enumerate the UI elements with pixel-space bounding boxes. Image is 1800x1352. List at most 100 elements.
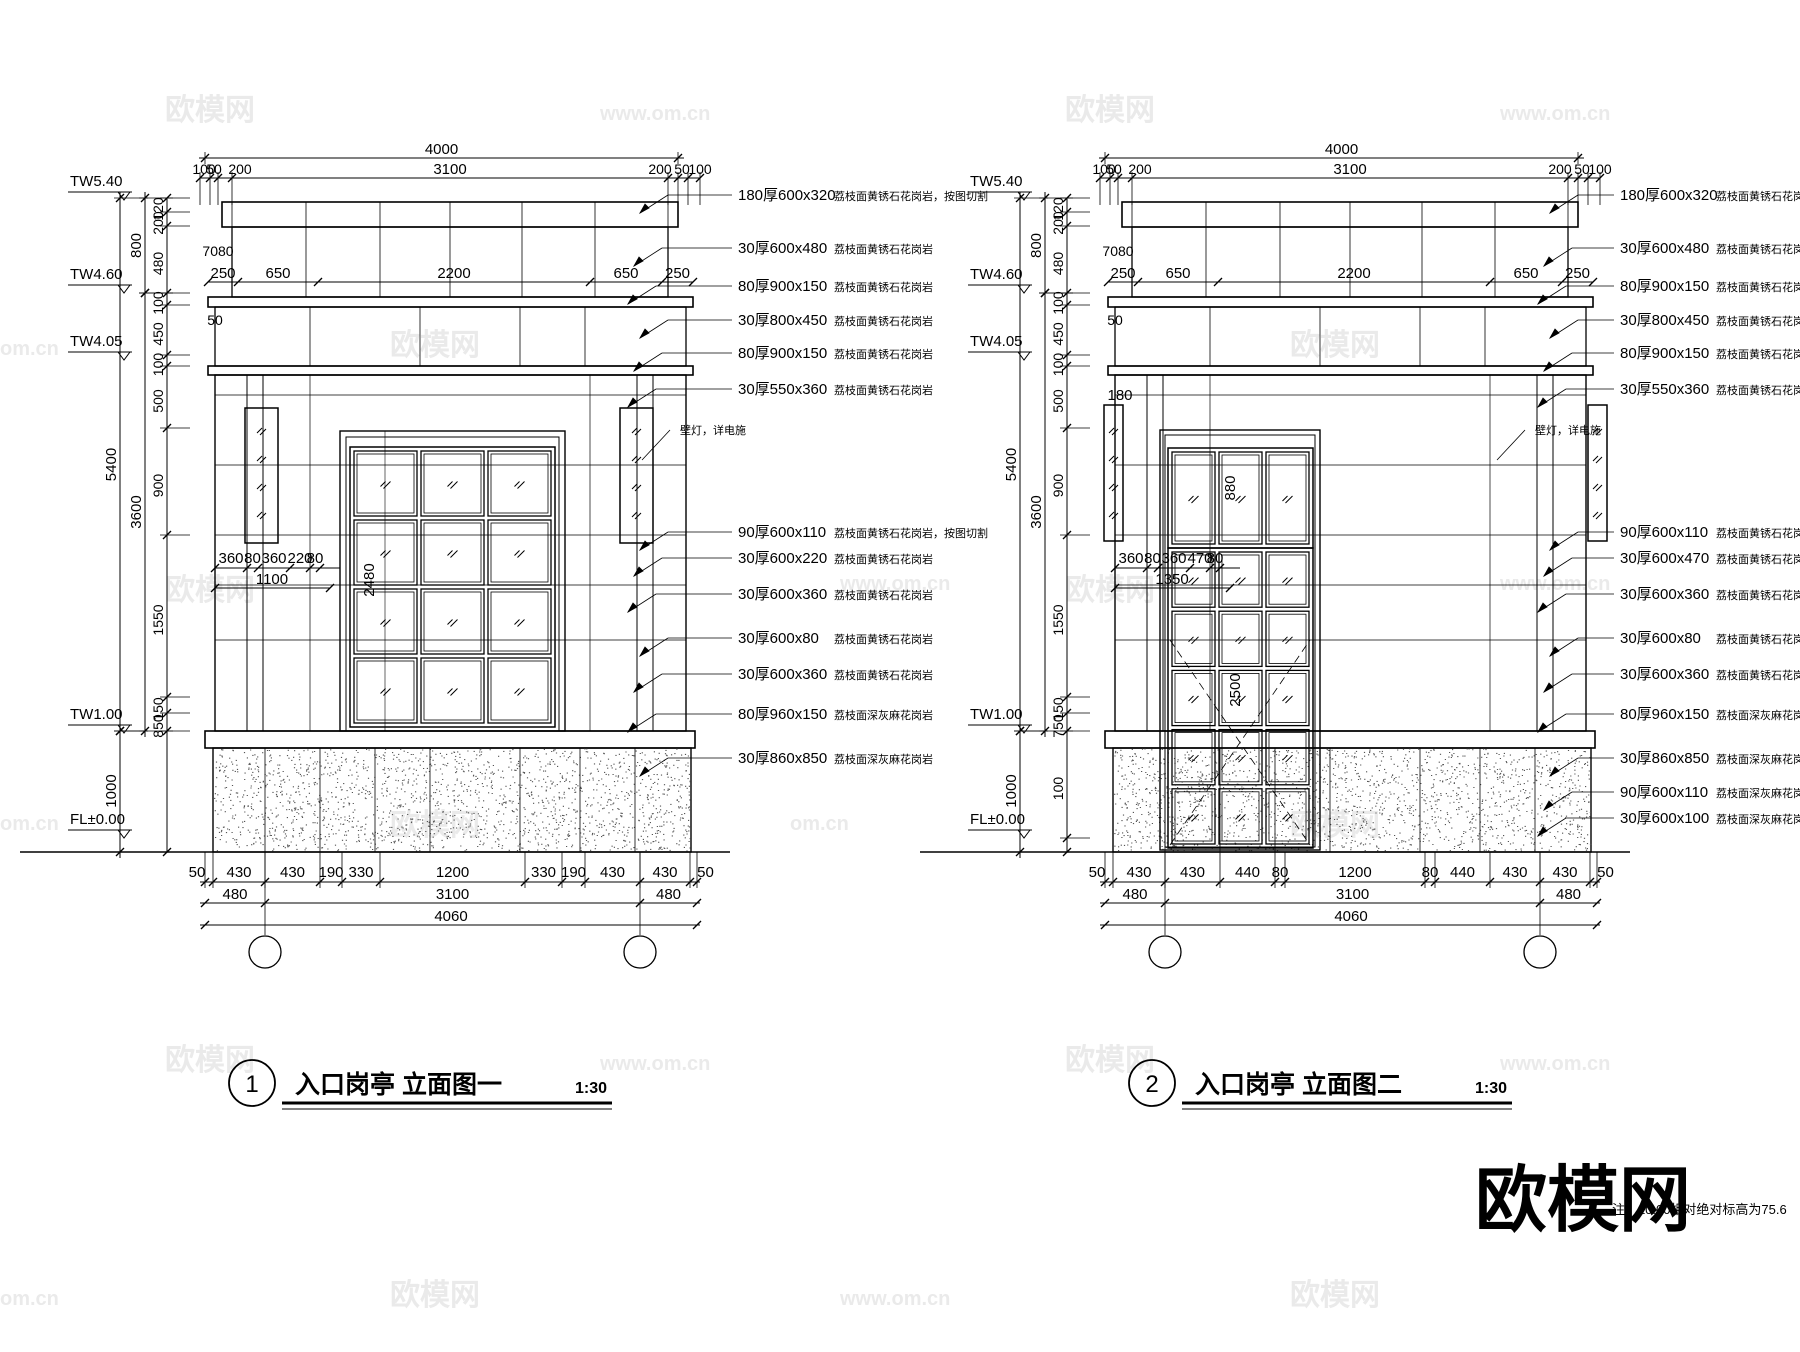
- plinth-cap: [204, 730, 696, 749]
- dimension-text: 100: [150, 353, 166, 377]
- glass-pane: [1218, 551, 1263, 608]
- dimension-text: 3100: [1336, 886, 1369, 903]
- glass-pane: [420, 657, 485, 724]
- glass-pane-inner: [1268, 454, 1307, 542]
- dimension-text: 50: [1574, 161, 1590, 177]
- granite-hatch: [1114, 748, 1592, 852]
- dimension-tick: [1185, 563, 1195, 573]
- callout-material: 荔枝面黄锈石花岗岩: [1716, 632, 1800, 646]
- glass-pane: [1171, 728, 1216, 786]
- glass-hatch: [1282, 577, 1293, 585]
- leader-line: [1496, 429, 1526, 461]
- dimension-tick: [657, 277, 667, 287]
- glass-pane: [1218, 610, 1263, 668]
- callout-size: 30厚550x360: [738, 381, 827, 398]
- dimension-text: 100: [688, 161, 712, 177]
- dimension-text: 500: [150, 389, 166, 413]
- callout-material: 荔枝面黄锈石花岗岩: [834, 632, 933, 646]
- glass-pane-inner: [356, 522, 415, 583]
- dimension-text: 5400: [1003, 448, 1020, 481]
- callout-material: 荔枝面深灰麻花岗岩: [1716, 752, 1800, 766]
- dimension-text: 100: [1050, 353, 1066, 377]
- leader-arrow: [1542, 800, 1554, 812]
- callout-material: 荔枝面黄锈石花岗岩: [1716, 314, 1800, 328]
- axis-bubble: [1148, 935, 1182, 969]
- dimension-text: 1000: [103, 774, 120, 807]
- glass-hatch: [447, 619, 458, 627]
- callout-size: 80厚900x150: [1620, 345, 1709, 362]
- glass-pane: [353, 588, 418, 655]
- leader-arrow: [1542, 361, 1554, 373]
- dimension-text: 850: [150, 714, 166, 738]
- leader-arrow: [638, 328, 650, 340]
- dimension-text: 430: [1552, 864, 1577, 881]
- glass-pane: [420, 588, 485, 655]
- axis-bubble: [1523, 935, 1557, 969]
- leader-arrow: [1542, 682, 1554, 694]
- callout-material: 荔枝面黄锈石花岗岩: [834, 552, 933, 566]
- dimension-text: 2500: [1227, 673, 1244, 706]
- dimension-tick: [692, 898, 702, 908]
- watermark-logo: 欧模网: [1065, 94, 1155, 127]
- dimension-tick: [1557, 277, 1567, 287]
- glass-pane-inner: [423, 522, 482, 583]
- dimension-tick: [1592, 920, 1602, 930]
- glass-hatch: [1282, 695, 1293, 704]
- glass-hatch: [380, 688, 391, 696]
- lamp-note: 壁灯，详电施: [680, 423, 746, 437]
- dimension-text: 480: [1556, 886, 1581, 903]
- dimension-text: 200: [648, 161, 672, 177]
- dimension-text: 2480: [361, 563, 378, 596]
- lamp-hatch: [1108, 483, 1119, 492]
- wall-lamp-left: [244, 407, 279, 544]
- callout-size: 30厚600x220: [738, 550, 827, 567]
- glass-pane-inner: [1174, 673, 1213, 724]
- level-mark: TW4.60: [970, 266, 1023, 283]
- dimension-text: 80: [1144, 550, 1161, 567]
- glass-pane: [353, 450, 418, 517]
- watermark-url: www.om.cn: [599, 1053, 710, 1075]
- glass-hatch: [380, 619, 391, 627]
- level-mark: TW5.40: [970, 173, 1023, 190]
- dimension-text: 650: [265, 265, 290, 282]
- lamp-hatch: [256, 427, 267, 436]
- callout-material: 荔枝面黄锈石花岗岩，按图切割: [834, 526, 988, 540]
- dimension-text: 80: [1272, 864, 1289, 881]
- drawing-number-bubble: [228, 1059, 276, 1107]
- glass-pane: [420, 519, 485, 586]
- callout-size: 180厚600x320: [1620, 187, 1718, 204]
- dimension-text: 120: [1050, 197, 1066, 221]
- dimension-text: 250: [665, 265, 690, 282]
- dimension-tick: [285, 563, 295, 573]
- dimension-text: 1350: [1155, 571, 1188, 588]
- glass-pane-inner: [356, 453, 415, 514]
- callout-material: 荔枝面黄锈石花岗岩: [834, 242, 933, 256]
- callout-size: 80厚900x150: [738, 345, 827, 362]
- glass-pane-inner: [490, 522, 549, 583]
- callout-material: 荔枝面黄锈石花岗岩: [834, 314, 933, 328]
- door-outer: [1159, 429, 1321, 851]
- watermark-logo: 欧模网: [390, 329, 480, 362]
- callout-size: 90厚600x110: [738, 524, 826, 541]
- lamp-hatch: [1592, 511, 1603, 520]
- glass-pane-inner: [1268, 732, 1307, 783]
- dimension-text: 7080: [1102, 243, 1133, 259]
- cornice-band-lower: [207, 365, 694, 376]
- watermark-url-fragment: om.cn: [0, 1288, 59, 1310]
- dimension-text: 250: [1565, 265, 1590, 282]
- dimension-text: 200: [228, 161, 252, 177]
- level-mark: TW4.05: [970, 333, 1023, 350]
- watermark-logo: 欧模网: [1065, 574, 1155, 607]
- watermark-logo: 欧模网: [165, 1044, 255, 1077]
- callout-material: 荔枝面深灰麻花岗岩: [1716, 812, 1800, 826]
- glass-hatch: [514, 481, 525, 489]
- callout-material: 荔枝面深灰麻花岗岩: [1716, 708, 1800, 722]
- dimension-text: 480: [222, 886, 247, 903]
- glass-pane-inner: [423, 453, 482, 514]
- lamp-hatch: [1108, 427, 1119, 436]
- dimension-text: 450: [1050, 322, 1066, 346]
- glass-hatch: [1282, 754, 1293, 763]
- dimension-text: 3100: [1333, 161, 1366, 178]
